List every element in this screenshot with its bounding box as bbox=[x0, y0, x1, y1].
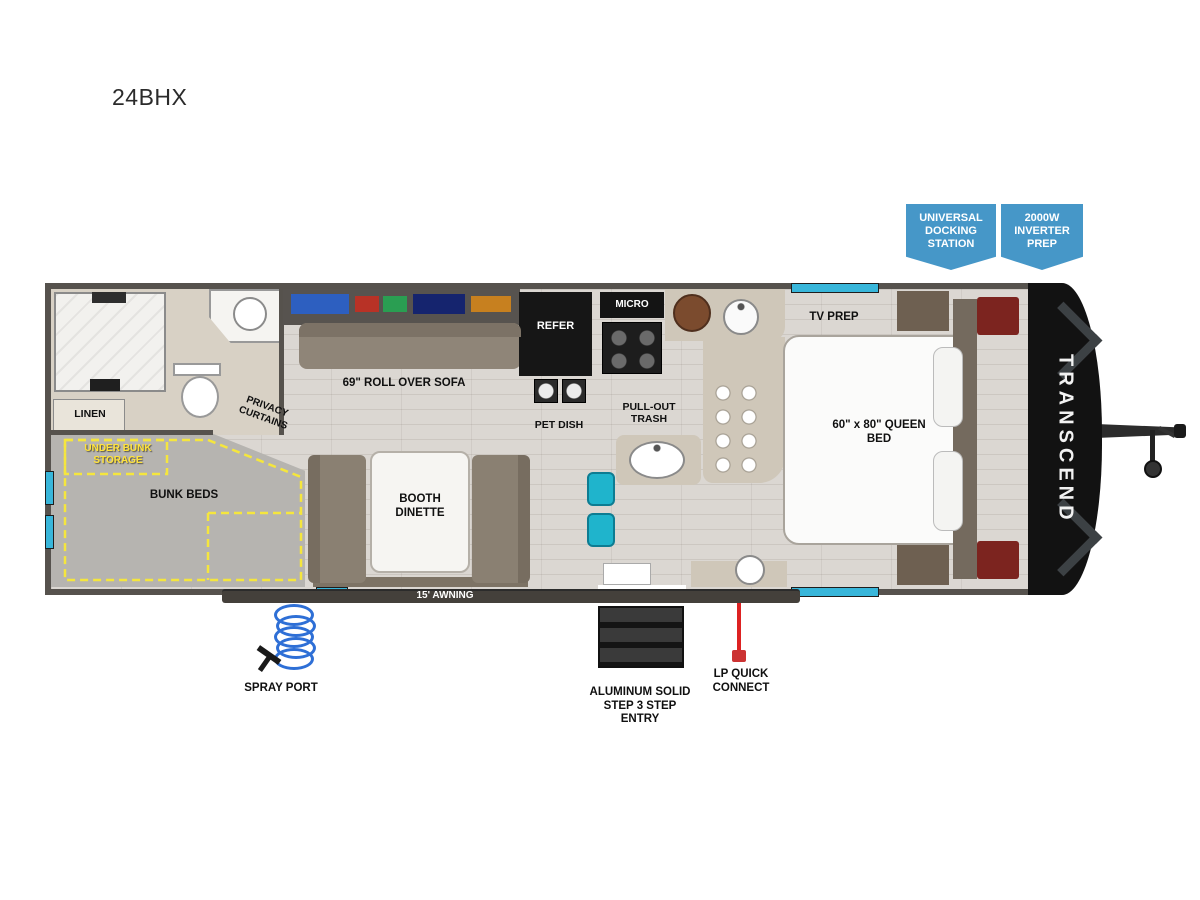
spray-nozzle-handle bbox=[257, 656, 272, 672]
bar-stool-lower bbox=[587, 513, 615, 547]
sofa-backrest bbox=[299, 323, 521, 337]
linen-closet bbox=[53, 399, 125, 431]
entertainment-item-blue bbox=[291, 294, 349, 314]
bar-stool-upper bbox=[587, 472, 615, 506]
awning-label: 15' AWNING bbox=[416, 590, 474, 601]
linen-label: LINEN bbox=[74, 408, 106, 420]
microwave: MICRO bbox=[600, 292, 664, 318]
dinette-bench-right bbox=[472, 455, 530, 583]
entry-steps bbox=[598, 606, 684, 668]
badge-inverter-prep: 2000W INVERTER PREP bbox=[1001, 204, 1083, 270]
pull-out-trash-label: PULL-OUT TRASH bbox=[622, 401, 676, 426]
entertainment-item-navy bbox=[413, 294, 465, 314]
dinette-bench-left bbox=[308, 455, 366, 583]
kitchen-sink-round bbox=[723, 299, 759, 335]
model-title: 24BHX bbox=[112, 84, 188, 110]
dashed-outline-overlay bbox=[63, 438, 303, 582]
shower-seat bbox=[90, 379, 120, 391]
pillow-top bbox=[933, 347, 963, 427]
booth-dinette-label: BOOTH DINETTE bbox=[395, 493, 445, 519]
nightstand-top bbox=[897, 291, 949, 331]
peninsula-sink-oval bbox=[629, 441, 685, 479]
shower-head bbox=[92, 292, 126, 303]
pet-dish-right bbox=[562, 379, 586, 403]
entertainment-item-red bbox=[355, 296, 379, 312]
dinette-table bbox=[370, 451, 470, 573]
cooktop bbox=[602, 322, 662, 374]
nightstand-bottom bbox=[897, 545, 949, 585]
tongue-jack-post bbox=[1150, 430, 1155, 464]
kitchen-counter-side bbox=[703, 337, 785, 483]
tv-prep-label: TV PREP bbox=[809, 311, 859, 323]
badge-universal-docking-station: UNIVERSAL DOCKING STATION bbox=[906, 204, 996, 270]
toilet-tank bbox=[173, 363, 221, 376]
lp-connect-label: LP QUICK CONNECT bbox=[712, 668, 770, 694]
bed-headboard bbox=[953, 299, 977, 579]
steps-label: ALUMINUM SOLID STEP 3 STEP ENTRY bbox=[589, 686, 691, 726]
pet-dish-left bbox=[534, 379, 558, 403]
bathroom-wall-vertical bbox=[279, 289, 284, 435]
bathroom-wall-horizontal bbox=[51, 430, 213, 435]
dinette-base-strip bbox=[313, 577, 528, 587]
sofa-label: 69" ROLL OVER SOFA bbox=[342, 377, 466, 389]
window-bedroom-top bbox=[791, 283, 879, 293]
brand-logo-text: TRANSCEND bbox=[1054, 353, 1077, 525]
counter-bowl bbox=[673, 294, 711, 332]
window-left-upper bbox=[45, 471, 54, 505]
spray-port-label: SPRAY PORT bbox=[244, 682, 318, 694]
pillow-bottom bbox=[933, 451, 963, 531]
shower bbox=[54, 292, 166, 392]
entertainment-item-orange bbox=[471, 296, 511, 312]
hitch-coupler bbox=[1174, 424, 1186, 438]
refrigerator: REFER bbox=[519, 292, 592, 376]
window-left-lower bbox=[45, 515, 54, 549]
lp-line bbox=[737, 597, 741, 655]
wardrobe-top bbox=[977, 297, 1019, 335]
queen-bed-label: 60" x 80" QUEEN BED bbox=[832, 419, 926, 445]
toilet-bowl bbox=[181, 376, 219, 418]
bunk-beds-label: BUNK BEDS bbox=[149, 489, 219, 501]
pet-dish-label: PET DISH bbox=[534, 419, 584, 431]
entry-landing bbox=[603, 563, 651, 585]
wardrobe-bottom bbox=[977, 541, 1019, 579]
floorplan-body: LINEN UNDER BUNK STORAGE BUNK BEDS PRIVA… bbox=[45, 283, 1040, 599]
tongue-jack-wheel bbox=[1144, 460, 1162, 478]
awning-bar bbox=[222, 589, 800, 603]
under-bunk-storage-label: UNDER BUNK STORAGE bbox=[84, 443, 152, 466]
bunk-room-floor bbox=[51, 432, 305, 587]
lp-fitting bbox=[732, 650, 746, 662]
front-cap: TRANSCEND bbox=[1024, 283, 1103, 595]
bathroom-sink bbox=[233, 297, 267, 331]
entertainment-item-green bbox=[383, 296, 407, 312]
rear-counter-sink bbox=[735, 555, 765, 585]
